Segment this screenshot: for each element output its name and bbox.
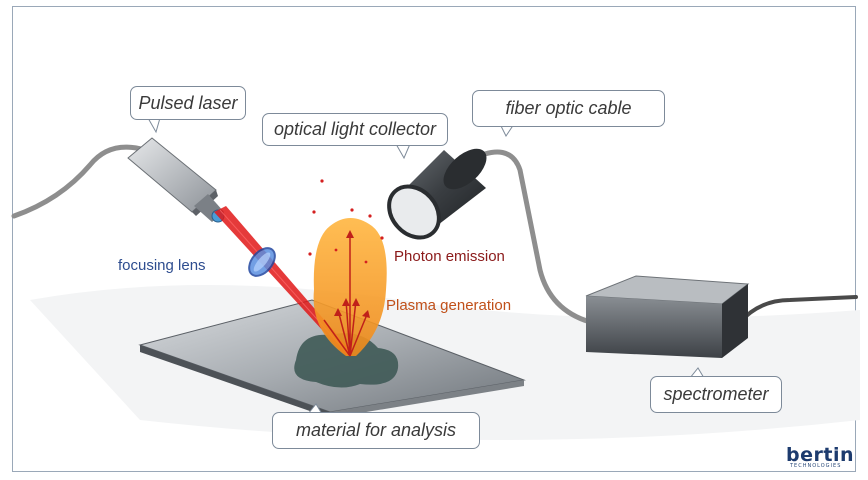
- callout-fiber-optic-cable-text: fiber optic cable: [505, 98, 632, 118]
- bertin-logo-tagline: TECHNOLOGIES: [790, 463, 842, 469]
- diagram-frame: [12, 6, 856, 472]
- label-plasma-generation: Plasma generation: [386, 297, 512, 314]
- spectrometer-box-icon: [585, 275, 750, 358]
- laser-cable: [11, 144, 148, 219]
- callout-optical-light-collector: optical light collector: [262, 113, 448, 146]
- callout-pulsed-laser: Pulsed laser: [130, 86, 246, 120]
- bertin-logo: bertin: [786, 444, 854, 466]
- callout-fiber-optic-cable: fiber optic cable: [472, 90, 665, 127]
- light-collector-icon: [387, 148, 487, 240]
- focusing-lens-icon: [248, 247, 276, 277]
- callout-pulsed-laser-text: Pulsed laser: [138, 92, 238, 113]
- callout-material-for-analysis-text: material for analysis: [295, 420, 457, 440]
- label-photon-emission: Photon emission: [394, 248, 505, 265]
- callout-material-for-analysis: material for analysis: [272, 412, 480, 449]
- plasma-plume-icon: [308, 179, 387, 357]
- callout-optical-light-collector-text: optical light collector: [273, 119, 437, 139]
- fiber-optic-cable-line: [467, 149, 593, 325]
- material-plate-icon: [138, 299, 526, 418]
- label-focusing-lens: focusing lens: [118, 257, 206, 274]
- callout-spectrometer: spectrometer: [650, 376, 782, 413]
- laser-head-icon: [127, 137, 225, 223]
- callout-spectrometer-text: spectrometer: [663, 384, 769, 404]
